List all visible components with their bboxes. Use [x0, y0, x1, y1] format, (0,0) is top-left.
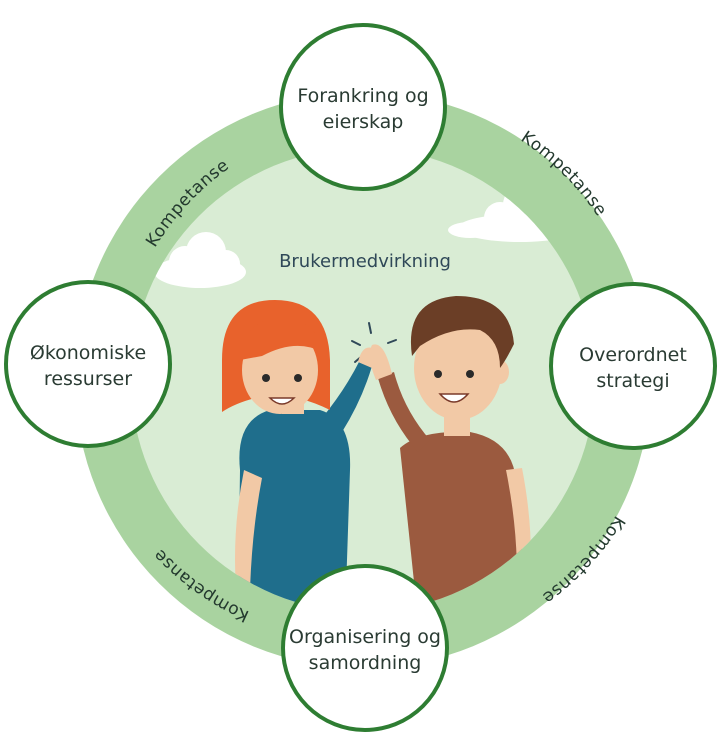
node-bottom-line-1: Organisering og	[289, 626, 441, 648]
node-left-line-1: Økonomiske	[30, 342, 146, 364]
node-bottom: Organisering og samordning	[281, 564, 449, 732]
node-top-line-2: eierskap	[323, 111, 404, 133]
node-right: Overordnet strategi	[549, 282, 717, 450]
node-bottom-line-2: samordning	[309, 652, 422, 674]
node-top: Forankring og eierskap	[279, 23, 447, 191]
node-left: Økonomiske ressurser	[4, 280, 172, 448]
cloud-left-icon	[154, 232, 246, 288]
node-left-line-2: ressurser	[44, 368, 132, 390]
center-label: Brukermedvirkning	[279, 251, 451, 272]
node-right-line-2: strategi	[596, 370, 669, 392]
node-right-line-1: Overordnet	[579, 344, 687, 366]
node-top-line-1: Forankring og	[297, 85, 428, 107]
woman-figure-icon	[222, 300, 376, 612]
